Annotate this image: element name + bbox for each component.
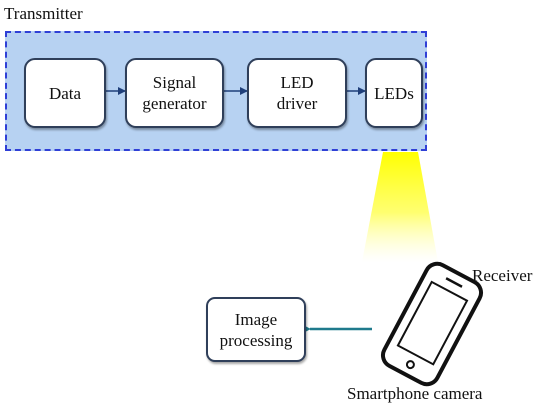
led-driver-block: LED driver: [247, 58, 347, 128]
led-driver-label-line1: LED: [280, 73, 314, 92]
image-processing-label-line1: Image: [234, 309, 278, 329]
smartphone-icon: [380, 261, 484, 387]
smartphone-camera-label: Smartphone camera: [347, 384, 483, 403]
led-driver-label-line2: driver: [276, 94, 318, 113]
receiver-title: Receiver: [472, 266, 533, 285]
image-processing-block: Image processing: [206, 297, 306, 362]
leds-block: LEDs: [365, 58, 423, 128]
data-block: Data: [24, 58, 106, 128]
image-processing-label-line2: processing: [219, 330, 293, 350]
signal-generator-label-line2: generator: [142, 94, 207, 113]
signal-generator-label-line1: Signal: [152, 73, 197, 92]
signal-generator-block: Signal generator: [125, 58, 224, 128]
leds-block-label: LEDs: [374, 83, 414, 103]
data-block-label: Data: [48, 83, 82, 103]
transmitter-title: Transmitter: [4, 4, 83, 23]
light-beam: [362, 152, 438, 262]
